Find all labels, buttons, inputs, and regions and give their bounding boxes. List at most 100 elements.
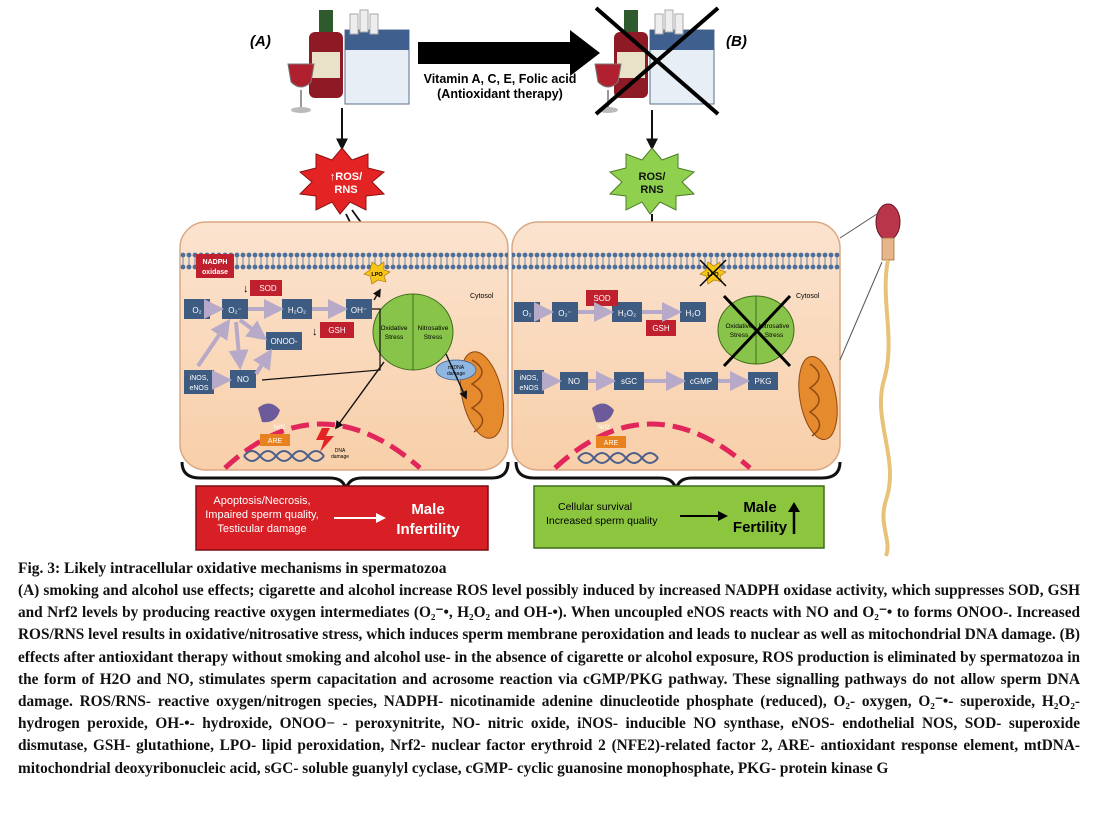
- mitochondrion-b: [798, 356, 838, 440]
- nrf2-icon-b: [592, 403, 614, 423]
- lpo-burst-a: [363, 261, 391, 285]
- species-boxes-b: [514, 290, 778, 394]
- wine-bottle-icon-b: [614, 10, 648, 98]
- dna-damage-a-2: damage: [331, 454, 349, 460]
- wine-glass-icon: [287, 63, 315, 113]
- figure-caption: Fig. 3: Likely intracellular oxidative m…: [18, 558, 1080, 780]
- oxidative-a-1: Oxidative: [380, 325, 407, 332]
- antioxidant-therapy-arrow: [418, 30, 600, 76]
- dna-damage-a-1: DNA: [335, 448, 346, 454]
- nrf2-a: Nrf2: [274, 425, 286, 431]
- nitrosative-a-1: Nitrosative: [418, 325, 449, 332]
- sgc-b: sGC: [621, 377, 637, 386]
- outcome-a-arrow: [334, 513, 386, 523]
- dna-helix-icon-a: [243, 450, 325, 462]
- enos-a: eNOS: [189, 385, 208, 392]
- oxidative-b-2: Stress: [730, 332, 749, 339]
- h2o2-a: H₂O₂: [288, 306, 306, 315]
- lightning-icon-a: [316, 428, 334, 452]
- outcome-a-line3: Testicular damage: [217, 523, 306, 535]
- outcome-b-line1: Cellular survival: [558, 501, 632, 513]
- oxidative-a-2: Stress: [385, 334, 404, 341]
- oxidative-b-1: Oxidative: [725, 323, 752, 330]
- caption-title: Fig. 3: Likely intracellular oxidative m…: [18, 560, 447, 577]
- ros-a-text-1: ↑ROS/: [330, 171, 362, 183]
- outcome-b-line2: Increased sperm quality: [546, 515, 658, 527]
- no-b: NO: [568, 377, 580, 386]
- mtdna-a-2: damage: [447, 371, 465, 377]
- svg-text:↓: ↓: [243, 283, 249, 295]
- caption-body: (A) smoking and alcohol use effects; cig…: [18, 582, 1080, 777]
- ros-b-text-1: ROS/: [639, 171, 666, 183]
- cgmp-b: cGMP: [690, 377, 712, 386]
- therapy-label-line2: (Antioxidant therapy): [437, 87, 563, 101]
- cross-out-icon: [594, 6, 720, 116]
- nadph-text-2: oxidase: [202, 269, 228, 276]
- nitrosative-b-1: Nitrosative: [759, 323, 790, 330]
- lpo-text-b: LPO: [707, 272, 719, 278]
- nrf2-icon-a: [258, 403, 280, 423]
- are-a: ARE: [268, 438, 283, 445]
- oh-a: OH⁻: [351, 306, 367, 315]
- outcome-b-result-1: Male: [743, 499, 776, 516]
- lpo-burst-b: [699, 259, 727, 287]
- nitrosative-a-2: Stress: [424, 334, 443, 341]
- svg-text:↓: ↓: [312, 326, 318, 338]
- cigarette-pack-icon-b: [649, 9, 715, 105]
- outcome-a-result-1: Male: [411, 501, 444, 518]
- nitrosative-b-2: Stress: [765, 332, 784, 339]
- ros-b-text-2: RNS: [640, 184, 663, 196]
- no-a: NO: [237, 375, 249, 384]
- panel-a-label: (A): [250, 33, 271, 50]
- outcome-a-result-2: Infertility: [396, 521, 460, 538]
- wine-bottle-icon: [309, 10, 343, 98]
- ros-burst-red: [298, 147, 386, 215]
- stress-arrows-a: [261, 288, 468, 430]
- o2-a: O₂: [192, 306, 201, 315]
- cigarette-pack-icon: [344, 9, 410, 105]
- nadph-oxidase-box: [196, 254, 234, 278]
- onoo-a: ONOO-: [270, 337, 297, 346]
- h2o2-b: H₂O₂: [618, 309, 636, 318]
- pathway-arrows-a: [196, 299, 348, 390]
- outcome-a-line1: Apoptosis/Necrosis,: [213, 495, 310, 507]
- species-boxes-a: [184, 280, 372, 394]
- pathway-arrows-b: [534, 302, 750, 391]
- outcome-a-line2: Impaired sperm quality,: [205, 509, 319, 521]
- gsh-a: GSH: [328, 326, 346, 335]
- pkg-b: PKG: [755, 377, 772, 386]
- are-box-a: [260, 434, 290, 446]
- cytosol-label-a: Cytosol: [470, 293, 494, 300]
- inos-b: iNOS,: [520, 375, 539, 382]
- outcome-box-b: [533, 485, 825, 549]
- sod-b: SOD: [593, 294, 611, 303]
- gsh-b: GSH: [652, 324, 670, 333]
- therapy-label-line1: Vitamin A, C, E, Folic acid: [424, 72, 577, 86]
- stress-circle-b: [717, 294, 795, 368]
- ros-burst-green: [608, 147, 696, 215]
- stress-circle-a: [372, 293, 454, 371]
- figure-3-diagram: (A) Vitamin A, C, E, Folic acid (Antioxi…: [179, 6, 901, 557]
- cytosol-label-b: Cytosol: [796, 293, 820, 300]
- outcome-b-result-2: Fertility: [733, 519, 788, 536]
- enos-b: eNOS: [519, 385, 538, 392]
- up-arrow-icon: [788, 502, 800, 534]
- nadph-text-1: NADPH: [203, 259, 228, 266]
- are-b: ARE: [604, 440, 619, 447]
- o2-radical-b: O₂⁻: [558, 309, 572, 318]
- nrf2-b: Nrf2: [598, 425, 610, 431]
- o2-radical-a: O₂⁻: [228, 306, 242, 315]
- sperm-cell-icon: [839, 203, 901, 557]
- mtdna-damage-badge-a: [435, 359, 477, 381]
- lpo-text-a: LPO: [371, 272, 383, 278]
- dna-helix-icon-b: [577, 452, 659, 464]
- sod-a: SOD: [259, 284, 277, 293]
- down-arrow-icons-a: ↓ ↓: [243, 283, 318, 338]
- outcome-b-arrow: [680, 511, 728, 521]
- panel-b-label: (B): [726, 33, 747, 50]
- h2o-b: H₂O: [685, 309, 700, 318]
- o2-b: O₂: [522, 309, 531, 318]
- mtdna-a-1: mtDNA: [448, 365, 465, 371]
- ros-a-text-2: RNS: [334, 184, 357, 196]
- inos-a: iNOS,: [190, 375, 209, 382]
